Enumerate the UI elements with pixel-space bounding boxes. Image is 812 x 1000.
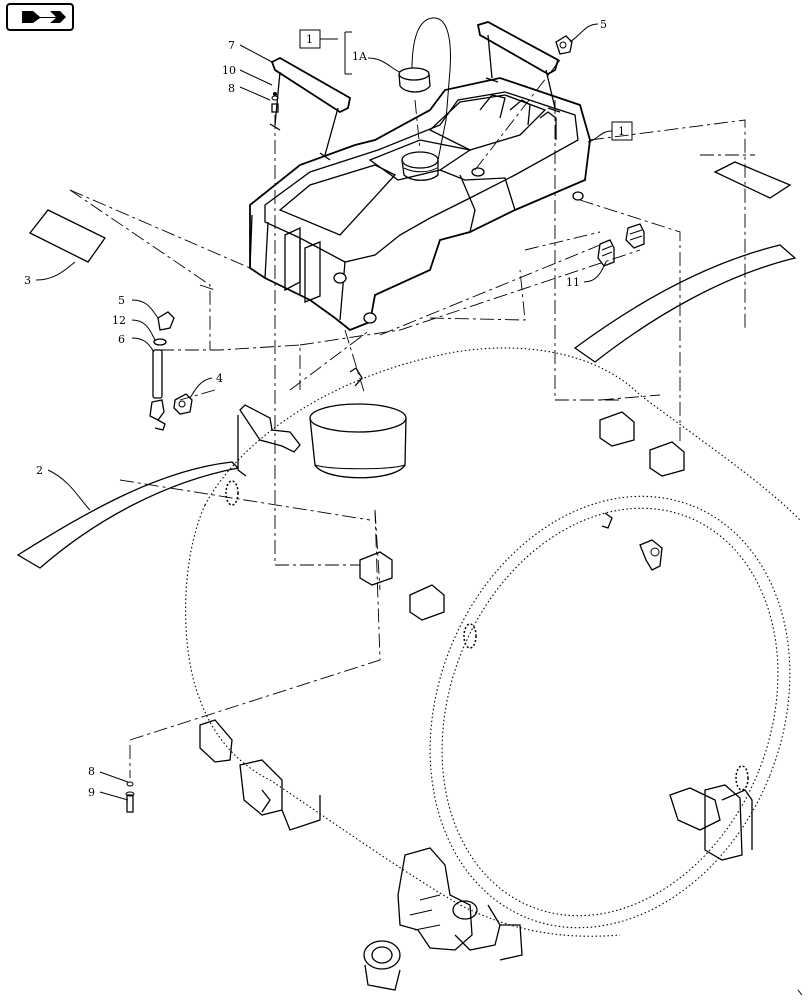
corner-mark [797,989,803,996]
callout-9: 9 [88,786,95,799]
callout-8-top: 8 [228,82,235,95]
screw-top [271,92,279,113]
callout-5-left: 5 [118,294,125,307]
elbow-fitting-top [555,35,573,55]
callout-5-top: 5 [600,18,607,31]
next-page-arrow-icon[interactable] [6,3,74,31]
callout-8-bottom: 8 [88,765,95,778]
callout-12: 12 [112,314,126,327]
callout-11: 11 [566,276,580,289]
reservoir-cap [398,17,451,161]
tank-grommet [225,480,749,791]
tank-fill-well [309,403,407,479]
decal-curved-right [573,244,797,363]
callout-6: 6 [118,333,125,346]
decal-rectangle-right [713,161,792,199]
tank-support-right [669,784,753,861]
carry-handle-left [269,56,352,161]
reservoir-tank [249,77,591,332]
callout-1-top: 1 [306,33,313,46]
callout-10: 10 [222,64,236,77]
callout-labels: 1 1A 1 2 3 4 5 5 6 7 8 8 9 10 11 12 [24,18,625,799]
decal-curved-left [16,461,240,569]
tank-bracket [237,367,685,621]
decal-rectangle-left [28,209,106,263]
sight-tube-assembly [149,311,193,431]
callout-1-right: 1 [618,125,625,138]
callout-leaders [35,23,633,801]
tank-support-left [199,719,321,831]
assembly-lines [69,59,755,778]
callout-2: 2 [36,464,43,477]
tank-body [185,347,801,937]
callout-7: 7 [228,39,235,52]
hose-barb-fittings [597,223,645,267]
callout-4: 4 [216,372,223,385]
screw-bottom [125,781,135,813]
front-elbow-fitting [639,539,663,571]
callout-1a: 1A [352,50,368,63]
carry-handle-right [476,21,561,113]
valve-assembly [363,847,523,991]
callout-3: 3 [24,274,31,287]
